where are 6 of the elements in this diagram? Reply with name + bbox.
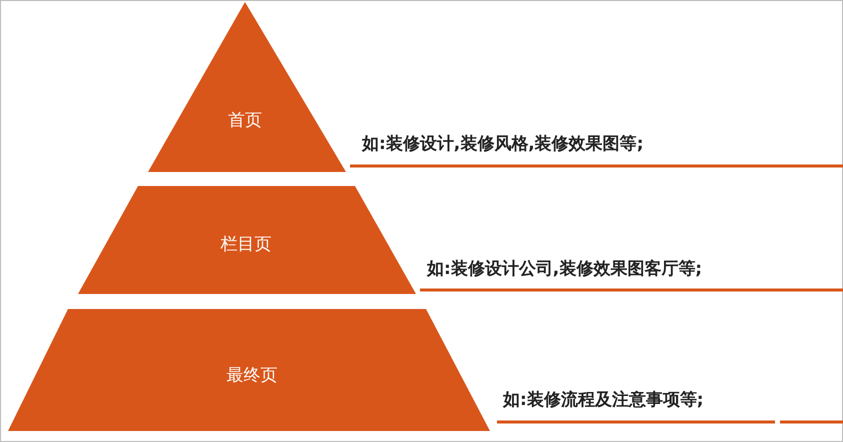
example-note: 如:装修设计公司,装修效果图客厅等; (427, 258, 702, 280)
example-note: 如:装修设计,装修风格,装修效果图等; (362, 133, 644, 155)
example-note: 如:装修流程及注意事项等; (503, 389, 704, 411)
tier-label: 栏目页 (220, 234, 272, 256)
tier-label: 首页 (228, 110, 262, 132)
tier-label: 最终页 (226, 364, 278, 386)
